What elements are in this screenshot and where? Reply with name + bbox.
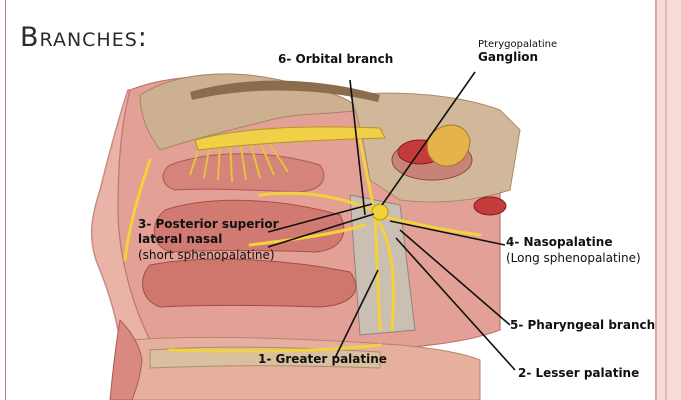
pointer-pharyngeal [399, 229, 511, 326]
label-lesser-palatine: 2- Lesser palatine [518, 366, 640, 380]
pointer-nasopalatine [389, 220, 506, 246]
label-nasopalatine-2: (Long sphenopalatine) [506, 251, 641, 265]
vessel-right [473, 196, 507, 216]
label-pharyngeal-branch: 5- Pharyngeal branch [510, 318, 656, 332]
pterygoid-plate [349, 194, 416, 336]
left-rule [5, 0, 6, 400]
right-border-inner [665, 0, 667, 400]
inferior-turbinate [142, 258, 357, 308]
dural-band [190, 80, 380, 102]
pointer-posterior-a [267, 203, 373, 233]
pointer-orbital [349, 79, 366, 216]
illustration [90, 73, 521, 400]
label-posterior-1: 3- Posterior superior [138, 217, 279, 231]
upper-lip [109, 318, 143, 400]
pointer-lesser [395, 237, 516, 371]
right-border [655, 0, 681, 400]
label-greater-palatine: 1- Greater palatine [258, 352, 387, 366]
palate [129, 337, 481, 400]
pointer-ganglion [381, 71, 476, 206]
label-orbital-branch: 6- Orbital branch [278, 52, 394, 66]
olfactory-bulb [194, 126, 386, 151]
label-ganglion: Ganglion [478, 50, 539, 64]
label-nasopalatine-1: 4- Nasopalatine [506, 235, 613, 249]
pointer-posterior-b [267, 213, 375, 248]
slide-title: Branches: [20, 22, 148, 53]
label-posterior-2: lateral nasal [138, 232, 223, 246]
label-ganglion-small: Pterygopalatine [478, 39, 558, 50]
superior-turbinate [162, 153, 325, 193]
pointer-greater [334, 269, 379, 359]
pointer-lines [267, 71, 516, 371]
label-posterior-3: (short sphenopalatine) [138, 248, 275, 262]
ganglion-body [426, 124, 471, 167]
pterygopalatine-ganglion [371, 203, 389, 221]
